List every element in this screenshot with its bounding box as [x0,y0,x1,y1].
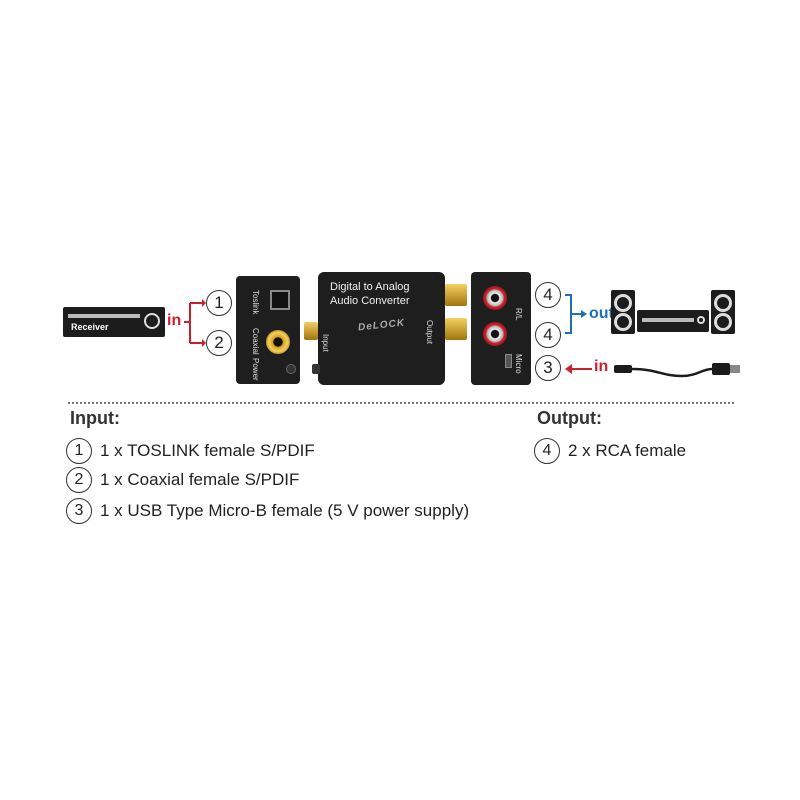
callout-4b: 4 [535,322,561,348]
micro-usb-port [505,354,512,368]
input-item-2-text: 1 x Coaxial female S/PDIF [100,470,300,489]
power-in-label: in [594,358,609,375]
input-item-2-num: 2 [66,467,92,493]
micro-label: Micro [514,354,523,374]
callout-2: 2 [206,330,232,356]
in-label: in [167,312,182,329]
output-item-1: 4 2 x RCA female [534,438,686,464]
input-item-3-text: 1 x USB Type Micro-B female (5 V power s… [100,501,470,520]
power-port [286,364,296,374]
power-label: Power [251,358,260,381]
callout-1: 1 [206,290,232,316]
input-item-2: 2 1 x Coaxial female S/PDIF [66,467,299,493]
coax-plug [304,322,318,340]
callout-3: 3 [535,355,561,381]
input-item-1-num: 1 [66,438,92,464]
coaxial-label: Coaxial [251,328,260,355]
output-heading: Output: [537,408,602,428]
input-item-3: 3 1 x USB Type Micro-B female (5 V power… [66,498,469,524]
coaxial-port [266,330,290,354]
output-panel: R/L Micro [471,272,531,385]
output-arrows [565,294,587,334]
power-in-arrow [565,364,592,374]
converter-title-line2: Audio Converter [330,295,410,307]
callout-4a: 4 [535,282,561,308]
divider [68,402,734,404]
power-plug [312,364,320,374]
input-item-3-num: 3 [66,498,92,524]
output-item-1-text: 2 x RCA female [568,441,687,460]
receiver-label: Receiver [71,322,109,332]
amplifier [637,310,709,332]
brand-logo: DeLOCK [357,317,406,334]
output-label: Output [425,320,434,345]
speaker-right [711,290,735,334]
input-item-1-text: 1 x TOSLINK female S/PDIF [100,441,315,460]
input-label: Input [321,334,330,352]
input-heading: Input: [70,408,120,428]
rca-left-port [483,322,507,346]
converter-body: Digital to Analog Audio Converter DeLOCK… [318,272,445,385]
receiver-knob [144,313,160,329]
input-panel: Toslink Coaxial Power [236,276,300,384]
receiver-display [68,314,140,318]
toslink-port [270,290,290,310]
rl-label: R/L [514,308,523,321]
rca-right-port [483,286,507,310]
usb-cable [614,363,740,378]
input-arrows [184,299,206,347]
rca-plug-top [445,284,467,306]
toslink-label: Toslink [251,290,260,315]
receiver-device: Receiver [63,307,165,337]
rca-plug-bottom [445,318,467,340]
input-item-1: 1 1 x TOSLINK female S/PDIF [66,438,315,464]
speaker-left [611,290,635,334]
out-label: out [589,305,614,322]
output-item-1-num: 4 [534,438,560,464]
converter-title-line1: Digital to Analog [330,281,410,293]
